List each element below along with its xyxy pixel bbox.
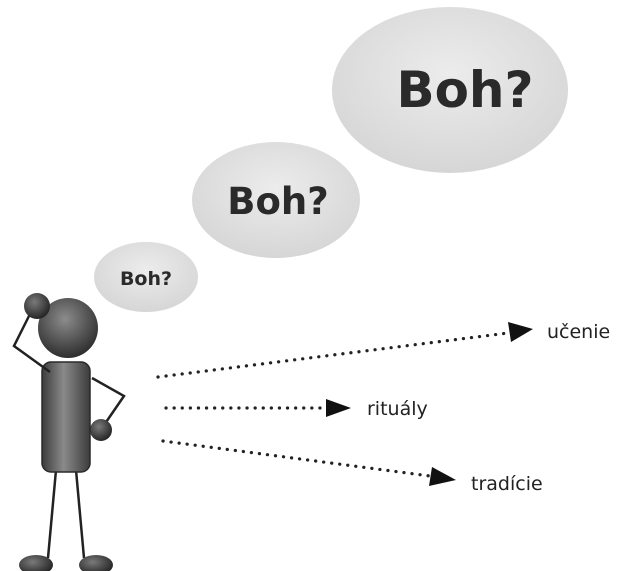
figure-head <box>38 298 98 358</box>
figure-hand-head <box>24 293 50 319</box>
arrow-label-tradicie: tradície <box>471 473 543 495</box>
arrow-ucenie <box>156 322 533 379</box>
thought-bubble-small: Boh? <box>94 242 198 312</box>
arrow-head-icon <box>508 322 533 342</box>
thought-bubble-small-text: Boh? <box>120 268 172 290</box>
figure-foot-left <box>19 555 53 571</box>
arrow-label-ucenie: učenie <box>547 321 610 343</box>
figure-arm-head <box>12 305 51 374</box>
thinking-figure <box>12 293 126 571</box>
thought-bubble-medium-text: Boh? <box>227 180 328 223</box>
figure-leg-left <box>46 469 58 559</box>
thought-bubble-large: Boh? <box>332 7 568 173</box>
figure-foot-right <box>79 555 113 571</box>
arrow-head-icon <box>326 399 351 417</box>
arrow-label-ritualy: rituály <box>367 398 428 420</box>
figure-body <box>41 361 91 473</box>
thought-bubble-medium: Boh? <box>192 142 360 258</box>
arrow-head-icon <box>429 467 456 486</box>
figure-leg-right <box>74 469 86 559</box>
figure-hand-hip <box>90 419 112 441</box>
thought-bubble-large-text: Boh? <box>396 61 533 119</box>
arrow-tradicie <box>161 439 456 486</box>
arrow-ritualy <box>164 399 351 417</box>
figure-arm-hip <box>91 376 126 429</box>
